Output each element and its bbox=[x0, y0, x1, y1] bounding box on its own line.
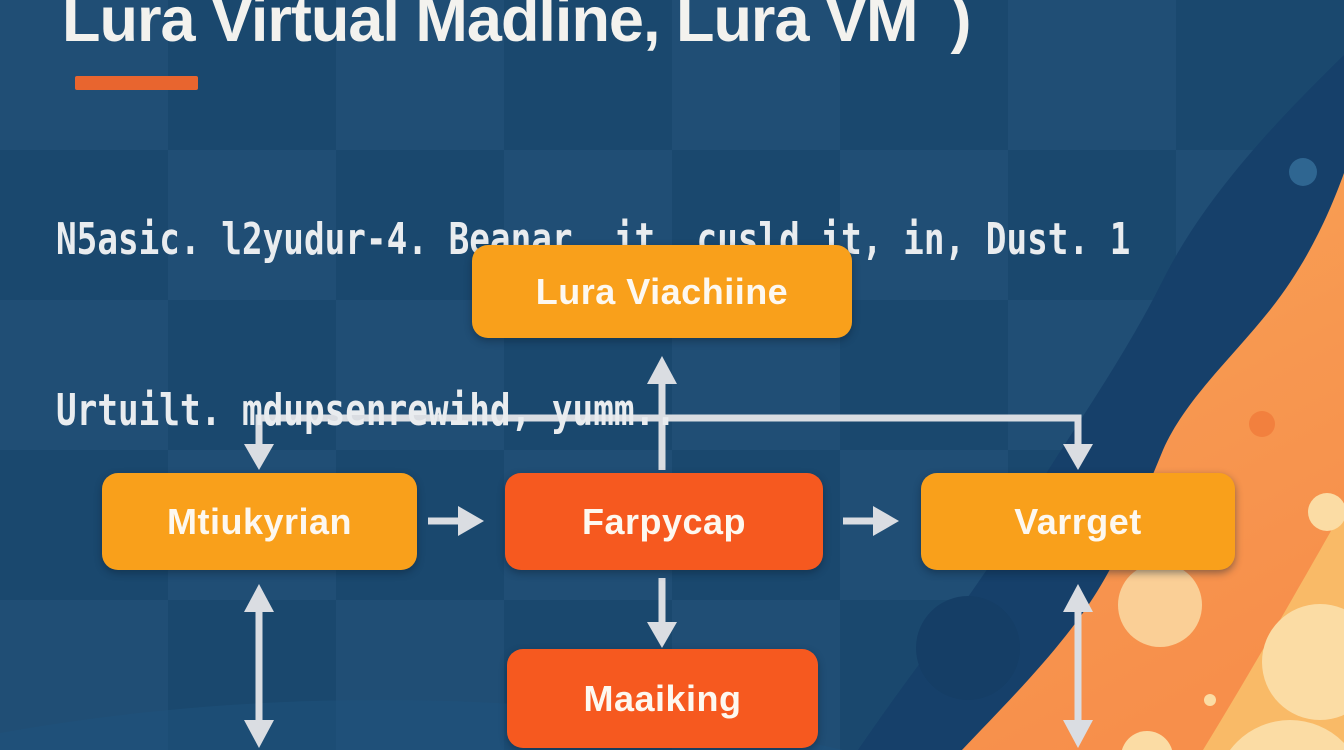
wave-circle-2 bbox=[1118, 563, 1202, 647]
diagram-node-lura-viachiine: Lura Viachiine bbox=[472, 245, 852, 338]
wave-circle-1 bbox=[1308, 493, 1344, 531]
node-label: Mtiukyrian bbox=[166, 500, 353, 542]
connector-mtiukyrian-double-arrow bbox=[244, 584, 274, 748]
node-label: Farpycap bbox=[581, 500, 747, 542]
diagram-node-mtiukyrian: Mtiukyrian bbox=[102, 473, 417, 570]
background-dark-circle bbox=[916, 596, 1020, 700]
connector-farpycap-to-varrget-arrow bbox=[843, 506, 899, 536]
orange-wave bbox=[962, 173, 1344, 750]
connector-mtiukyrian-to-farpycap-arrow bbox=[428, 506, 484, 536]
connector-branch-horizontal bbox=[244, 414, 1093, 470]
diagram-node-maaiking: Maaiking bbox=[507, 649, 818, 748]
diagram-node-varrget: Varrget bbox=[921, 473, 1235, 570]
wave-circle-dot bbox=[1204, 694, 1216, 706]
arrowhead-down-right bbox=[1063, 444, 1093, 470]
diagram-node-farpycap: Farpycap bbox=[505, 473, 823, 570]
arrowhead-down-left bbox=[244, 444, 274, 470]
wave-circle-4 bbox=[1121, 731, 1173, 750]
connector-farpycap-to-maaiking-arrow bbox=[647, 578, 677, 648]
node-label: Varrget bbox=[1014, 500, 1142, 542]
node-label: Maaiking bbox=[583, 677, 742, 719]
page-title: Lura Virtual Madline, Lura VM ) bbox=[62, 0, 971, 55]
wave-circle-small-dark bbox=[1249, 411, 1275, 437]
connector-farpycap-to-top-arrow bbox=[647, 356, 677, 470]
background-light-blue-dot bbox=[1289, 158, 1317, 186]
title-underline-accent bbox=[75, 76, 198, 90]
subtitle-line-2: Urtuilt. mdupsenrewihd, yumm.. bbox=[56, 385, 676, 436]
node-label: Lura Viachiine bbox=[535, 270, 789, 312]
wave-circle-3 bbox=[1262, 604, 1344, 720]
wave-circle-5 bbox=[1230, 720, 1344, 750]
connector-varrget-double-arrow bbox=[1063, 584, 1093, 748]
